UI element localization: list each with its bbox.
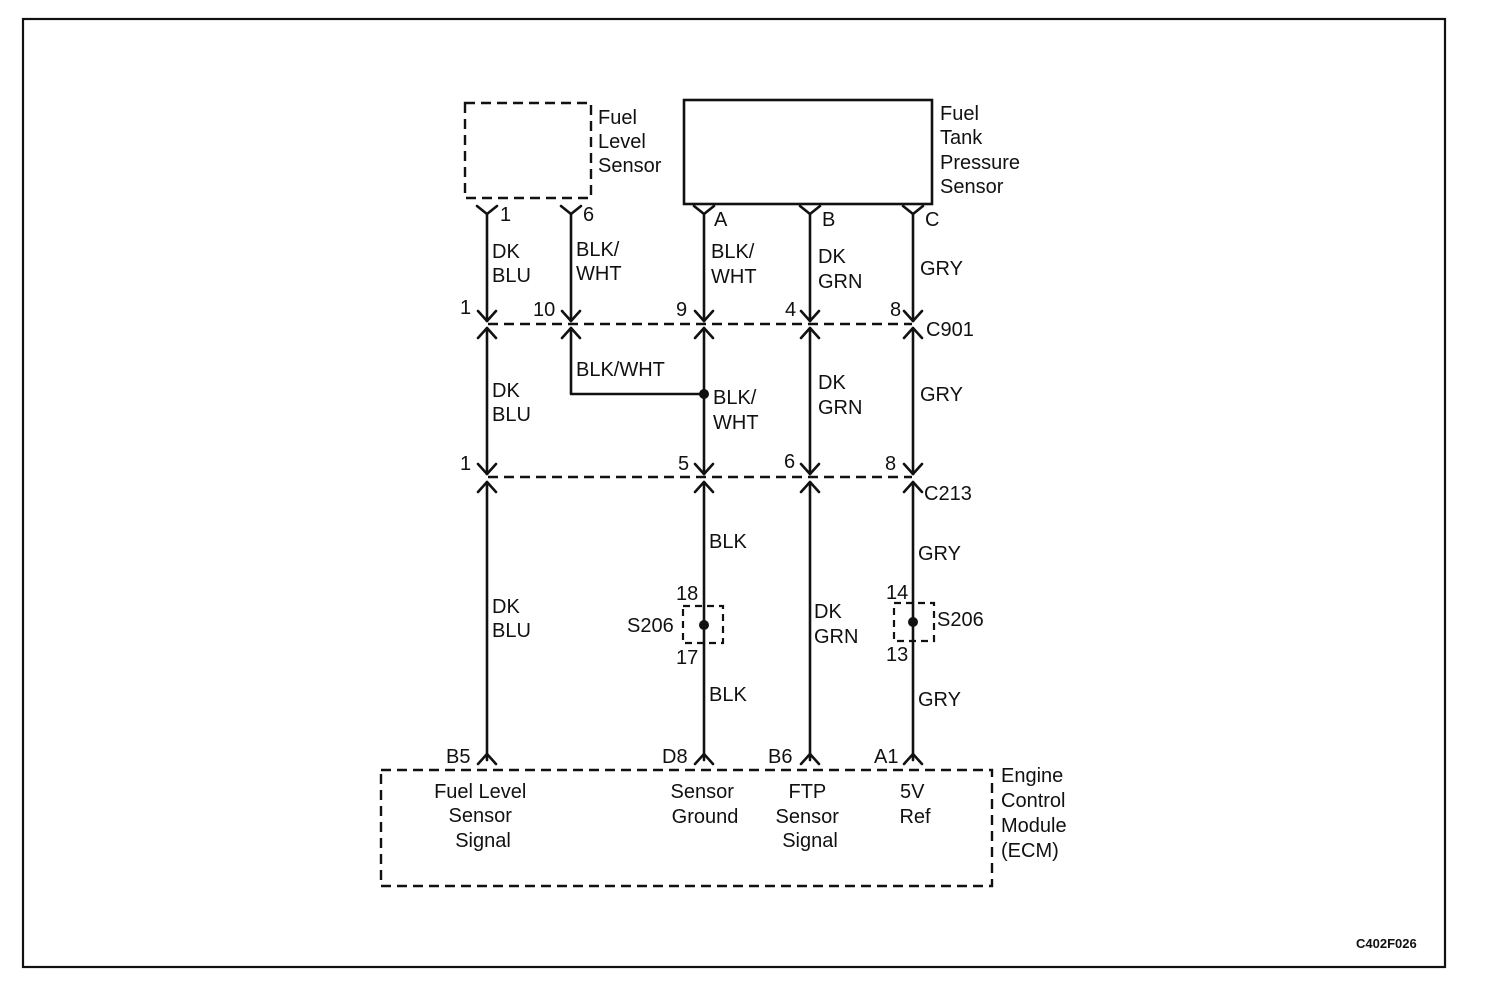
splice-left-pin-top: 18 bbox=[676, 583, 698, 605]
fuel-tank-pressure-sensor-box bbox=[682, 98, 934, 206]
fuel-tank-pressure-sensor-label: Fuel Tank Pressure Sensor bbox=[940, 103, 1026, 198]
fuel-level-sensor-box bbox=[463, 101, 593, 200]
wire-color-c3-top: BLK/ WHT bbox=[711, 241, 760, 288]
ecm-function-fuel-level: Fuel Level Sensor Signal bbox=[434, 781, 532, 852]
wire-color-c4-low: DK GRN bbox=[814, 601, 858, 648]
c901-pin-8: 8 bbox=[890, 299, 901, 321]
diagram-id: C402F026 bbox=[1356, 936, 1417, 951]
ecm-function-ftp-signal: FTP Sensor Signal bbox=[776, 781, 845, 852]
fuel-level-sensor-label: Fuel Level Sensor bbox=[598, 107, 662, 177]
c213-pin-5: 5 bbox=[678, 453, 689, 475]
wire-color-c3-low1: BLK bbox=[709, 531, 747, 553]
splice-s206-right bbox=[892, 601, 936, 643]
c213-pin-8: 8 bbox=[885, 453, 896, 475]
splice-right-pin-top: 14 bbox=[886, 582, 908, 604]
ftp-pin-b: B bbox=[822, 209, 835, 231]
wire-color-c5-mid: GRY bbox=[920, 384, 963, 406]
diagram-frame bbox=[21, 17, 1447, 969]
ecm-pin-a1: A1 bbox=[874, 746, 898, 768]
c901-pin-9: 9 bbox=[676, 299, 687, 321]
ecm-label: Engine Control Module (ECM) bbox=[1001, 765, 1072, 862]
circuit-sensor-ground bbox=[692, 204, 716, 766]
c901-pin-1: 1 bbox=[460, 297, 471, 319]
ecm-function-5v-ref: 5V Ref bbox=[899, 781, 931, 828]
splice-right-pin-bottom: 13 bbox=[886, 644, 908, 666]
wire-color-c1-top: DK BLU bbox=[492, 241, 531, 287]
wire-color-c5-top: GRY bbox=[920, 258, 963, 280]
ecm-pin-b5: B5 bbox=[446, 746, 470, 768]
splice-left-pin-bottom: 17 bbox=[676, 647, 698, 669]
wire-color-c5-low2: GRY bbox=[918, 689, 961, 711]
c901-pin-4: 4 bbox=[785, 299, 796, 321]
c213-pin-6: 6 bbox=[784, 451, 795, 473]
c213-pin-1: 1 bbox=[460, 453, 471, 475]
fls-pin-6: 6 bbox=[583, 204, 594, 226]
ecm-pin-d8: D8 bbox=[662, 746, 688, 768]
ecm-function-sensor-ground: Sensor Ground bbox=[671, 781, 740, 828]
c213-label: C213 bbox=[924, 483, 972, 505]
splice-left-name: S206 bbox=[627, 615, 674, 637]
circuit-5v-reference bbox=[901, 204, 925, 766]
splice-s206-left bbox=[681, 604, 725, 645]
ftp-pin-c: C bbox=[925, 209, 939, 231]
ecm-pin-b6: B6 bbox=[768, 746, 792, 768]
ftp-pin-a: A bbox=[714, 209, 728, 231]
wire-color-c3-low2: BLK bbox=[709, 684, 747, 706]
fls-pin-1: 1 bbox=[500, 204, 511, 226]
circuit-fuel-level-signal bbox=[475, 204, 499, 766]
wire-color-c1-low: DK BLU bbox=[492, 596, 531, 642]
ecm-box bbox=[379, 768, 994, 888]
c901-pin-10: 10 bbox=[533, 299, 555, 321]
wire-color-c5-low1: GRY bbox=[918, 543, 961, 565]
wire-color-c3-mid: BLK/ WHT bbox=[713, 387, 762, 434]
wire-color-c1-mid: DK BLU bbox=[492, 380, 531, 426]
circuit-ftp-signal bbox=[798, 204, 822, 766]
wire-color-c4-top: DK GRN bbox=[818, 246, 862, 293]
wire-color-c4-mid: DK GRN bbox=[818, 372, 862, 419]
circuit-fuel-level-ground bbox=[559, 204, 706, 396]
c901-label: C901 bbox=[926, 319, 974, 341]
splice-right-name: S206 bbox=[937, 609, 984, 631]
wire-color-c2-top: BLK/ WHT bbox=[576, 239, 625, 285]
wire-color-c2-mid: BLK/WHT bbox=[576, 359, 665, 381]
